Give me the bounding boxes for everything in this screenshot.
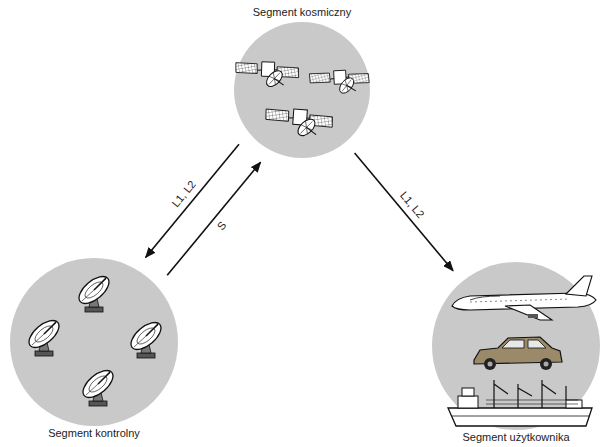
signal-label: L1, L2 — [168, 177, 199, 210]
segment-title: Segment kosmiczny — [253, 6, 351, 19]
signal-arrow — [146, 144, 239, 257]
signal-label: L1, L2 — [397, 188, 428, 221]
signal-arrow — [167, 162, 260, 275]
signal-arrow — [355, 153, 454, 271]
signal-label: S — [214, 218, 230, 233]
segment-circle: Segment użytkownika — [432, 262, 600, 430]
segment-circle: Segment kosmiczny — [234, 22, 370, 158]
ship — [448, 380, 592, 426]
airplane — [452, 276, 596, 320]
car — [474, 337, 562, 370]
segment-title: Segment kontrolny — [48, 427, 140, 440]
segment-circle: Segment kontrolny — [10, 258, 178, 426]
segment-title: Segment użytkownika — [463, 431, 570, 444]
